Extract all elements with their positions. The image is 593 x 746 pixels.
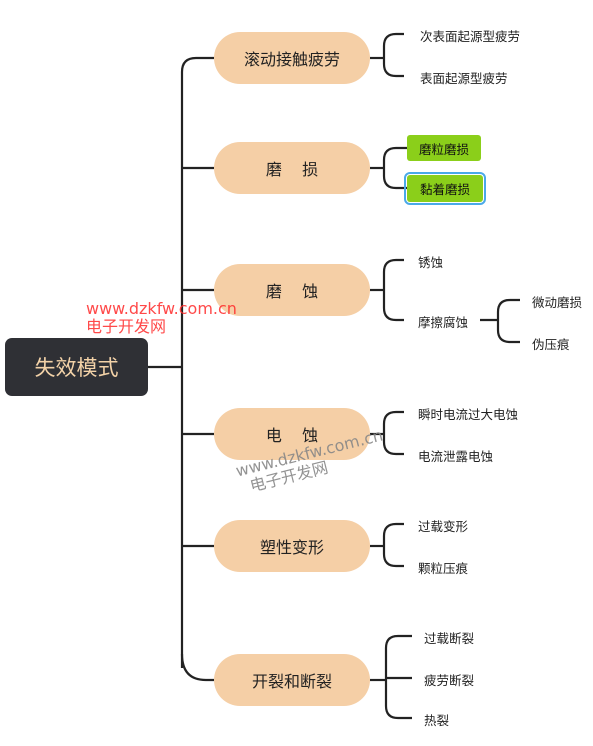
category-rolling-contact-fatigue[interactable]: 滚动接触疲劳 [214, 32, 370, 84]
category-label: 开裂和断裂 [251, 672, 332, 691]
category-corrosion[interactable]: 磨 蚀 [214, 264, 370, 316]
leaf-node[interactable]: 热裂 [424, 713, 450, 728]
watermark-site-name: 电子开发网 [86, 316, 167, 336]
leaf-node[interactable]: 微动磨损 [532, 295, 583, 310]
leaf-node[interactable]: 过载变形 [418, 519, 469, 534]
leaf-node-highlighted[interactable]: 磨粒磨损 [407, 135, 481, 161]
category-label: 滚动接触疲劳 [243, 50, 340, 69]
leaf-label: 磨粒磨损 [418, 141, 469, 157]
category-wear[interactable]: 磨 损 [214, 142, 370, 194]
category-label: 电 蚀 [265, 426, 319, 445]
leaf-node[interactable]: 疲劳断裂 [424, 673, 475, 688]
category-electrical-erosion[interactable]: 电 蚀 [214, 408, 370, 460]
category-label: 磨 蚀 [265, 282, 319, 301]
category-cracking-fracture[interactable]: 开裂和断裂 [214, 654, 370, 706]
watermark-url: www.dzkfw.com.cn [86, 299, 237, 318]
leaf-node-selected[interactable]: 黏着磨损 [404, 172, 486, 205]
category-label: 磨 损 [265, 160, 319, 179]
leaf-node[interactable]: 伪压痕 [532, 337, 570, 352]
leaf-node[interactable]: 表面起源型疲劳 [420, 71, 508, 86]
category-label: 塑性变形 [259, 538, 324, 557]
leaf-node[interactable]: 次表面起源型疲劳 [420, 29, 521, 44]
leaf-node[interactable]: 瞬时电流过大电蚀 [418, 407, 519, 422]
root-node[interactable]: 失效模式 [5, 338, 148, 396]
leaf-node[interactable]: 电流泄露电蚀 [418, 449, 494, 464]
leaf-node[interactable]: 过载断裂 [424, 631, 475, 646]
watermark: www.dzkfw.com.cn 电子开发网 [86, 300, 237, 335]
leaf-node[interactable]: 颗粒压痕 [418, 561, 469, 576]
category-plastic-deformation[interactable]: 塑性变形 [214, 520, 370, 572]
leaf-label: 黏着磨损 [419, 182, 470, 197]
leaf-node[interactable]: 锈蚀 [418, 255, 444, 270]
leaf-node[interactable]: 摩擦腐蚀 [418, 315, 469, 330]
root-label: 失效模式 [34, 356, 119, 380]
